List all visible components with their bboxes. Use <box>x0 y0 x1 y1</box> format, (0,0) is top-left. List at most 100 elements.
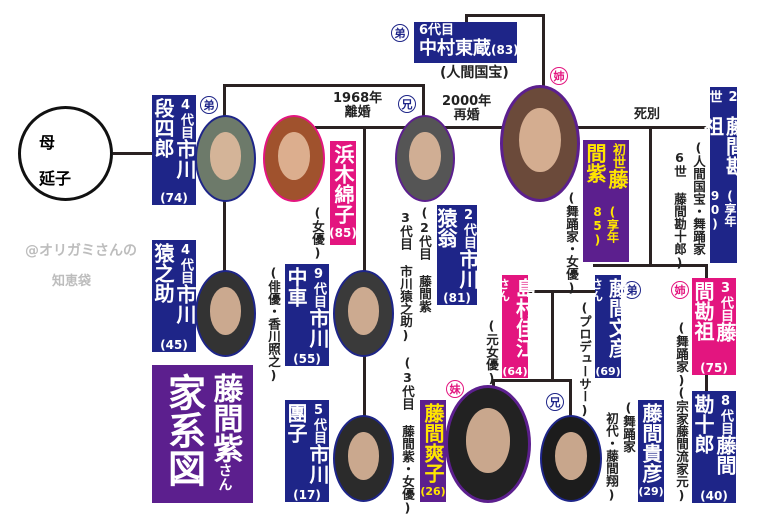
photo-sawako <box>445 385 531 503</box>
generation: 9代目 <box>311 267 326 308</box>
photo-danko <box>333 415 394 502</box>
generation: 4代目 <box>178 243 193 284</box>
older-brother-badge: 兄 <box>546 393 564 411</box>
honorific: さん <box>496 278 511 302</box>
age: (17) <box>293 488 321 502</box>
name-box-fumihiko: 藤間文彦さん (69) <box>590 275 630 378</box>
mother-node: 母 延子 <box>18 106 113 201</box>
person-name: 藤間文彦 <box>605 278 630 358</box>
name-box-danshiro: 4代目市川段四郎 (74) <box>151 95 197 205</box>
generation: 初世 <box>610 143 625 169</box>
connector-line <box>465 14 468 23</box>
title-line1: 藤間紫 <box>207 373 243 463</box>
person-name: 市川中車 <box>284 267 330 348</box>
watermark: 知恵袋 <box>52 274 92 289</box>
photo-hamaki <box>263 115 325 202</box>
older-sister-badge: 姉 <box>550 67 568 85</box>
name-box-yoshie: 島村佳江さん (64) <box>497 275 537 378</box>
age: (26) <box>420 485 446 498</box>
divorce-year: 1968年 <box>333 91 383 106</box>
age: (45) <box>160 338 188 352</box>
watermark: @オリガミさんの <box>25 243 137 259</box>
photo-chusha <box>333 270 394 357</box>
remarry-year: 2000年 <box>442 94 492 109</box>
age: (40) <box>700 489 728 503</box>
age: (85) <box>329 226 357 240</box>
younger-brother-badge: 弟 <box>391 24 409 42</box>
connector-line <box>422 84 425 129</box>
generation: 6代目 <box>419 23 455 38</box>
connector-line <box>705 374 708 392</box>
generation: 2世 <box>706 90 741 105</box>
age: (29) <box>638 485 664 498</box>
title-box: 藤間紫さん家系図 <box>152 365 253 503</box>
connector-line <box>705 264 708 278</box>
note: (舞踊家) <box>674 320 689 388</box>
name-box-kanso3: 3代目藤間勘祖 (75) <box>691 278 737 375</box>
photo-ennosuke-elder <box>395 115 455 202</box>
name-box-kanso2: 2世 藤間勘祖 (享年90) <box>701 87 747 263</box>
younger-brother-badge: 弟 <box>200 96 218 114</box>
title-line2: 家系図 <box>161 373 207 487</box>
connector-line <box>527 290 595 293</box>
mother-label: 母 <box>39 133 56 152</box>
name-box-chusha: 9代目市川中車 (55) <box>284 264 330 366</box>
name-box-nakamura-tozo: 6代目 中村東蔵(83) <box>414 22 519 63</box>
mother-name: 延子 <box>39 169 72 188</box>
note: (舞踊家 <box>621 400 636 453</box>
generation: 4代目 <box>178 98 193 139</box>
person-name: 中村東蔵 <box>419 38 491 59</box>
connector-line <box>223 84 226 116</box>
person-name: 藤間貴彦 <box>639 403 663 483</box>
generation: 3代目 <box>718 281 733 322</box>
name-box-danko: 5代目市川團子 (17) <box>284 400 330 502</box>
note: (俳優・香川照之) <box>266 265 281 383</box>
person-name: 藤間勘祖 <box>691 281 737 342</box>
age: (81) <box>443 291 471 305</box>
note: (人間国宝) <box>440 65 509 81</box>
connector-line <box>569 379 572 417</box>
note: (2代目 藤間紫 <box>417 205 432 313</box>
title-suffix: さん <box>216 463 233 491</box>
name-box-takahiko: 藤間貴彦 (29) <box>638 400 664 502</box>
person-name: 藤間勘祖 <box>700 115 747 176</box>
age: (69) <box>595 365 621 378</box>
photo-murasaki <box>500 85 580 202</box>
age: (享年90) <box>708 189 737 232</box>
photo-takahiko <box>540 415 602 502</box>
generation: 5代目 <box>311 403 326 444</box>
note: 初代・藤間翔) <box>604 412 619 502</box>
note: (舞踊家・女優) <box>564 190 579 295</box>
older-brother-badge: 兄 <box>398 95 416 113</box>
note: (3代目 藤間紫・女優) <box>400 355 415 515</box>
remarry-label: 2000年再婚 <box>442 95 491 123</box>
note: 6世 藤間勘十郎) <box>672 150 687 270</box>
younger-sister-badge: 妹 <box>446 380 464 398</box>
photo-ennosuke <box>195 270 256 357</box>
connector-line <box>223 84 424 87</box>
name-box-ennosuke: 4代目市川猿之助 (45) <box>151 240 197 352</box>
younger-brother-badge: 弟 <box>623 281 641 299</box>
connector-line <box>492 379 495 389</box>
note: (宗家藤間流家元) <box>674 385 689 503</box>
age: (74) <box>160 191 188 205</box>
divorce-label: 1968年離婚 <box>333 92 382 120</box>
age: (64) <box>502 365 528 378</box>
connector-line <box>542 14 545 86</box>
connector-line <box>649 128 652 266</box>
person-name: 島村佳江 <box>512 278 537 358</box>
note: (プロデューサー) <box>577 300 592 418</box>
connector-line <box>223 200 226 272</box>
name-box-murasaki: 初世藤間紫 (享年85) <box>583 140 629 262</box>
person-name: 市川團子 <box>284 403 330 484</box>
note: 3代目 市川猿之助) <box>398 210 413 343</box>
name-box-hamaki: 浜木綿子 (85) <box>329 141 357 245</box>
person-name: 藤間爽子 <box>421 403 445 483</box>
age: (83) <box>491 43 519 57</box>
person-name: 市川段四郎 <box>151 98 197 179</box>
note: (女優) <box>310 205 325 260</box>
remarry-text: 再婚 <box>453 108 480 123</box>
connector-line <box>593 264 707 267</box>
person-name: 市川猿之助 <box>151 243 197 324</box>
